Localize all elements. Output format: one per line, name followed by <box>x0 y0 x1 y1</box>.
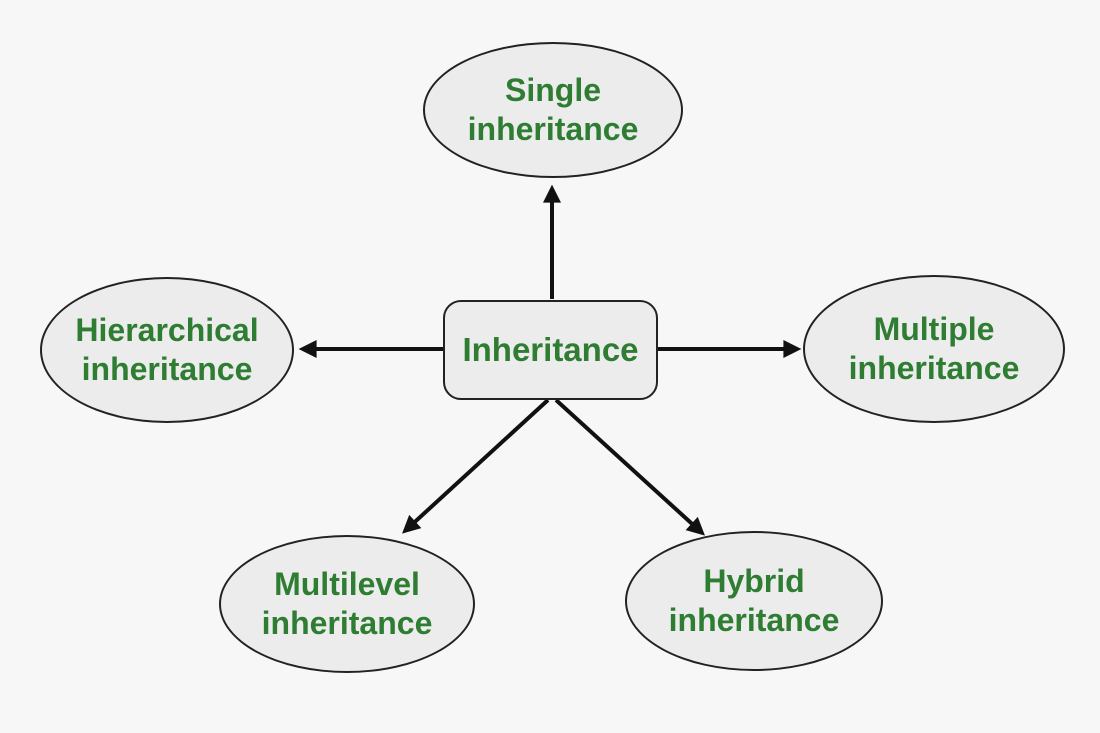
node-multilevel-inheritance-label: Multilevel inheritance <box>261 565 433 641</box>
node-multilevel-inheritance: Multilevel inheritance <box>219 535 475 673</box>
node-hybrid-inheritance: Hybrid inheritance <box>625 531 883 671</box>
node-single-inheritance: Single inheritance <box>423 42 683 178</box>
node-inheritance-center-label: Inheritance <box>462 330 639 368</box>
node-single-inheritance-label: Single inheritance <box>467 71 639 147</box>
node-inheritance-center: Inheritance <box>443 300 658 400</box>
node-hierarchical-inheritance-label: Hierarchical inheritance <box>75 311 259 387</box>
node-hybrid-inheritance-label: Hybrid inheritance <box>668 562 840 638</box>
edge-inheritance-to-multilevel <box>402 398 550 534</box>
node-multiple-inheritance-label: Multiple inheritance <box>848 310 1020 386</box>
node-multiple-inheritance: Multiple inheritance <box>803 275 1065 423</box>
node-hierarchical-inheritance: Hierarchical inheritance <box>40 277 294 423</box>
edge-inheritance-to-hybrid <box>554 398 705 536</box>
